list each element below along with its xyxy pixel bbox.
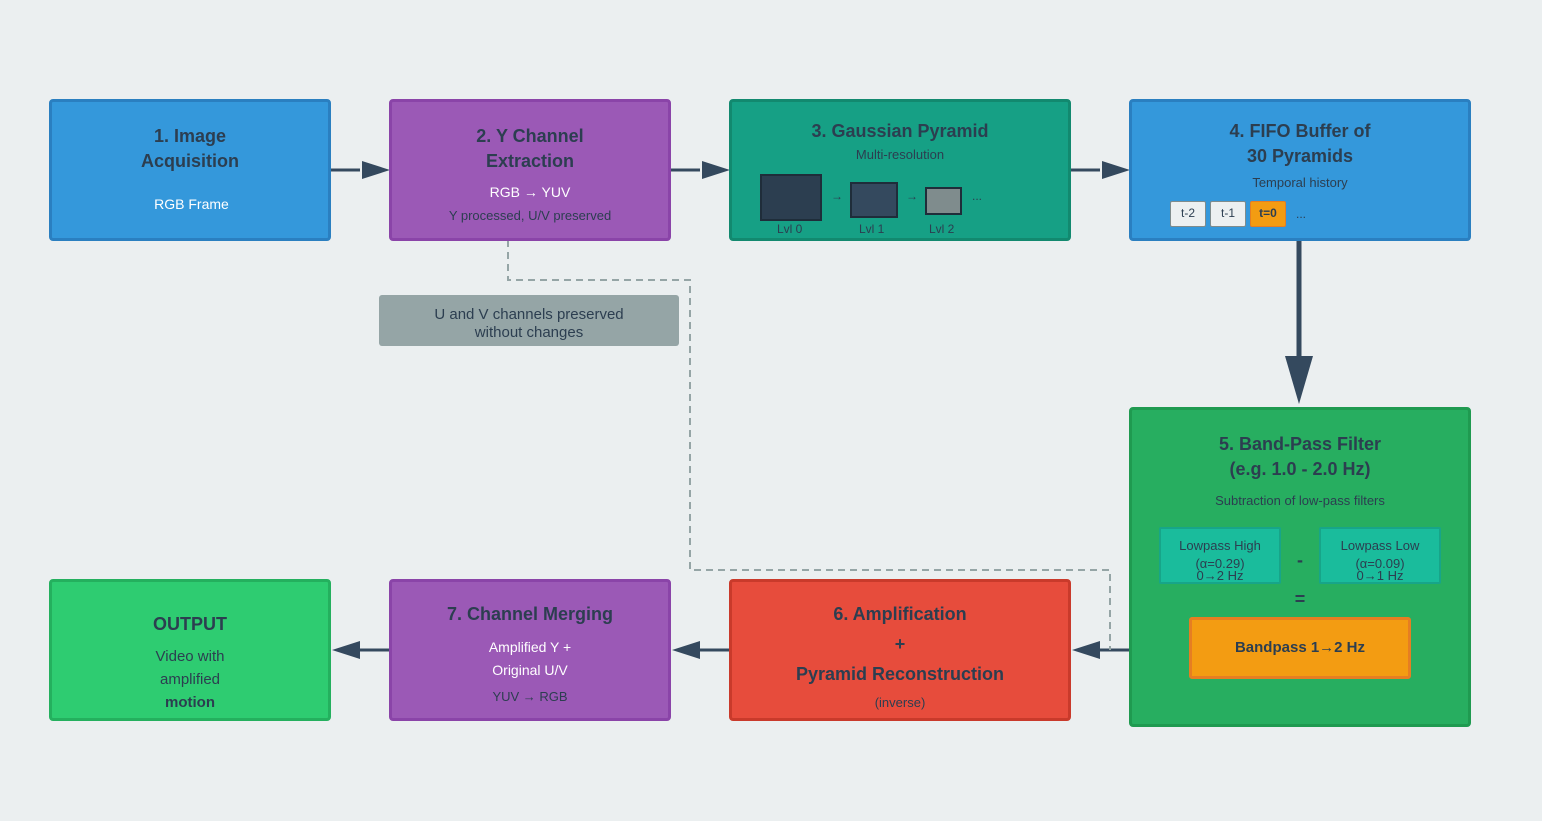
pyramid-level-1-label: Lvl 1	[859, 222, 885, 236]
step-7-title: 7. Channel Merging	[446, 604, 614, 624]
equals-sign: =	[1294, 589, 1306, 609]
pyramid-arrow-1: →	[831, 189, 843, 203]
step-5-subtitle: Subtraction of low-pass filters	[1215, 493, 1385, 508]
step-1-subtitle: RGB Frame	[154, 196, 229, 212]
step-3-subtitle: Multi-resolution	[855, 147, 945, 162]
output-line1: Video with	[155, 648, 225, 665]
step-4-title-line2: 30 Pyramids	[1246, 146, 1354, 166]
step-4-title-line1: 4. FIFO Buffer of	[1229, 121, 1371, 141]
arrowhead-6-to-7	[672, 641, 700, 659]
arrowhead-5-to-6	[1072, 641, 1100, 659]
step-7-line1: Amplified Y +	[488, 639, 572, 655]
step-6-title-line1: 6. Amplification	[833, 604, 967, 624]
pyramid-level-2-label: Lvl 2	[929, 222, 955, 236]
arrowhead-4-to-5	[1285, 356, 1313, 404]
lowpass-low-range: 0→1 Hz	[1356, 568, 1404, 583]
lowpass-low-box: Lowpass Low (α=0.09) 0→1 Hz	[1319, 527, 1441, 584]
pyramid-arrow-2: →	[906, 189, 918, 203]
output-line2: amplified	[159, 671, 221, 688]
output-title: OUTPUT	[153, 614, 227, 634]
uv-note-line2: without changes	[474, 324, 584, 341]
uv-bypass-dashed-line	[507, 240, 1111, 650]
minus-sign: -	[1297, 550, 1303, 570]
output-line3: motion	[165, 694, 215, 711]
arrowhead-3-to-4	[1102, 161, 1130, 179]
step-1-title-line1: 1. Image	[153, 126, 227, 146]
step-2-y-channel-extraction: 2. Y Channel Extraction RGB → YUV Y proc…	[389, 99, 671, 241]
step-6-amplification: 6. Amplification + Pyramid Reconstructio…	[729, 579, 1071, 721]
uv-note-line1: U and V channels preserved	[434, 306, 624, 323]
buffer-ellipsis: ...	[1296, 207, 1307, 221]
step-3-title: 3. Gaussian Pyramid	[811, 121, 989, 141]
lowpass-high-box: Lowpass High (α=0.29) 0→2 Hz	[1159, 527, 1281, 584]
step-5-title-line2: (e.g. 1.0 - 2.0 Hz)	[1229, 459, 1371, 479]
buffer-frame-t-2: t-2	[1170, 201, 1206, 227]
lowpass-low-label: Lowpass Low	[1340, 538, 1420, 553]
arrowhead-2-to-3	[702, 161, 730, 179]
arrowhead-7-to-output	[332, 641, 360, 659]
output-box: OUTPUT Video with amplified motion	[49, 579, 331, 721]
pyramid-level-2	[925, 187, 962, 215]
step-6-plus: +	[894, 634, 906, 654]
step-7-conversion: YUV → RGB	[492, 689, 568, 704]
pyramid-level-0-label: Lvl 0	[777, 222, 803, 236]
step-5-title-line1: 5. Band-Pass Filter	[1218, 434, 1382, 454]
lowpass-high-range: 0→2 Hz	[1196, 568, 1244, 583]
step-3-gaussian-pyramid: 3. Gaussian Pyramid Multi-resolution → →…	[729, 99, 1071, 241]
buffer-frame-t-1: t-1	[1210, 201, 1246, 227]
step-2-note: Y processed, U/V preserved	[448, 208, 612, 223]
step-4-fifo-buffer: 4. FIFO Buffer of 30 Pyramids Temporal h…	[1129, 99, 1471, 241]
step-1-title-line2: Acquisition	[141, 151, 239, 171]
lowpass-low-alpha: (α=0.09)	[1355, 556, 1405, 571]
pyramid-level-0	[760, 174, 822, 221]
step-2-conversion: RGB → YUV	[489, 184, 571, 200]
pyramid-level-1	[850, 182, 898, 218]
step-7-channel-merging: 7. Channel Merging Amplified Y + Origina…	[389, 579, 671, 721]
step-2-title-line2: Extraction	[485, 151, 575, 171]
arrowhead-1-to-2	[362, 161, 390, 179]
step-2-title-line1: 2. Y Channel	[476, 126, 584, 146]
step-1-image-acquisition: 1. Image Acquisition RGB Frame	[49, 99, 331, 241]
step-6-subtitle: (inverse)	[874, 695, 926, 710]
lowpass-high-alpha: (α=0.29)	[1195, 556, 1245, 571]
step-7-line2: Original U/V	[492, 662, 568, 678]
step-4-subtitle: Temporal history	[1252, 175, 1348, 190]
pyramid-ellipsis: ...	[972, 189, 983, 203]
step-6-title-line2: Pyramid Reconstruction	[795, 664, 1005, 684]
uv-preserved-note: U and V channels preserved without chang…	[379, 295, 679, 346]
lowpass-high-label: Lowpass High	[1179, 538, 1261, 553]
bandpass-result: Bandpass 1→2 Hz	[1189, 617, 1411, 679]
buffer-frame-t0: t=0	[1250, 201, 1286, 227]
